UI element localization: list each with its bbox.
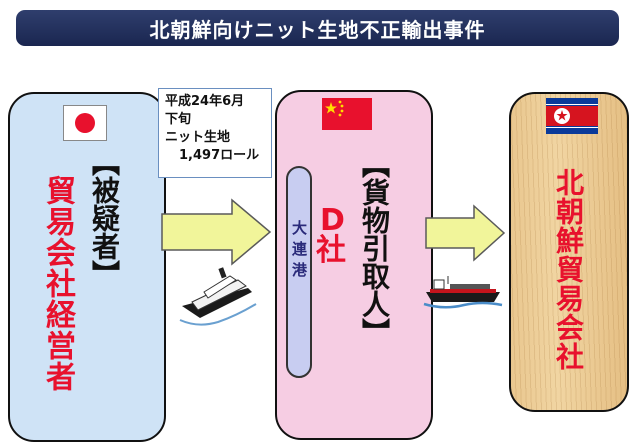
china-flag-icon xyxy=(322,98,372,130)
shipment-note: 平成24年6月 下旬 ニット生地 1,497ロール xyxy=(158,88,272,178)
right-arrow-icon xyxy=(161,198,272,266)
north-korea-company-name: 北朝鮮貿易会社 xyxy=(552,168,585,371)
shipment-date: 平成24年6月 xyxy=(165,94,245,109)
company-d-suffix: 社 xyxy=(316,233,346,268)
north-korea-flag-icon xyxy=(546,98,598,134)
company-d-role: 【貨物引取人】 xyxy=(358,150,391,346)
shipment-goods: ニット生地 xyxy=(165,130,231,145)
north-korea-company-box xyxy=(509,92,629,412)
company-d-name: D 社 xyxy=(316,206,346,266)
shipment-quantity: 1,497ロール xyxy=(179,148,260,163)
right-arrow-icon xyxy=(425,204,506,262)
port-name: 大連港 xyxy=(290,220,308,283)
cargo-ship-icon xyxy=(423,276,503,309)
suspect-role: 【被疑者】 xyxy=(88,148,121,288)
suspect-name: 貿易会社経営者 xyxy=(40,175,75,392)
page-title: 北朝鮮向けニット生地不正輸出事件 xyxy=(16,10,619,46)
shipment-period: 下旬 xyxy=(165,112,192,127)
suspect-box xyxy=(8,92,166,442)
japan-flag-icon xyxy=(63,105,107,141)
dalian-port-label: 大連港 xyxy=(286,166,312,378)
cruise-ship-icon xyxy=(179,267,257,326)
company-d-letter: D xyxy=(320,203,345,238)
